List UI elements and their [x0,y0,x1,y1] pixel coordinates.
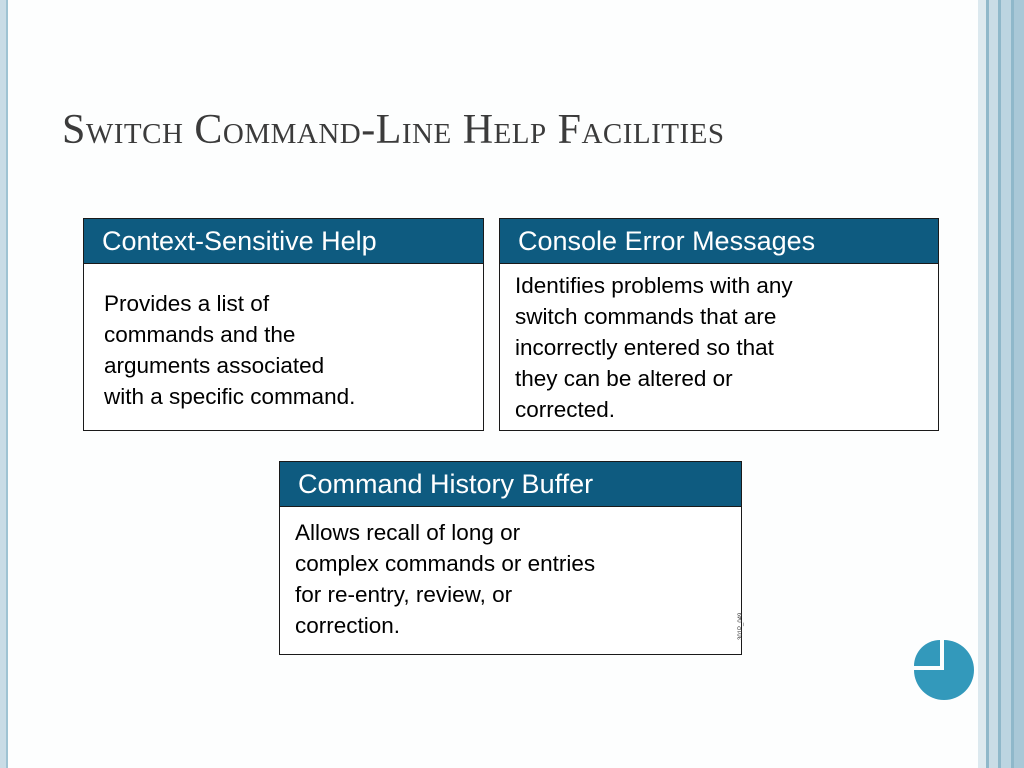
left-edge-line [6,0,8,768]
figure-code: 301P_049 [738,612,744,640]
console-error-messages-header: Console Error Messages [500,219,938,264]
right-stripe-decoration [978,0,1024,768]
context-sensitive-help-box: Context-Sensitive Help Provides a list o… [83,218,484,431]
command-history-buffer-description: Allows recall of long or complex command… [295,520,596,638]
left-edge-decoration [0,0,6,768]
command-history-buffer-box: Command History Buffer Allows recall of … [279,461,742,655]
pie-circle-icon [914,640,974,700]
context-sensitive-help-description: Provides a list of commands and the argu… [104,291,356,409]
context-sensitive-help-header: Context-Sensitive Help [84,219,483,264]
command-history-buffer-header: Command History Buffer [280,462,741,507]
slide-title: Switch Command-Line Help Facilities [62,107,725,153]
console-error-messages-box: Console Error Messages Identifies proble… [499,218,939,431]
console-error-messages-description: Identifies problems with any switch comm… [515,273,793,422]
